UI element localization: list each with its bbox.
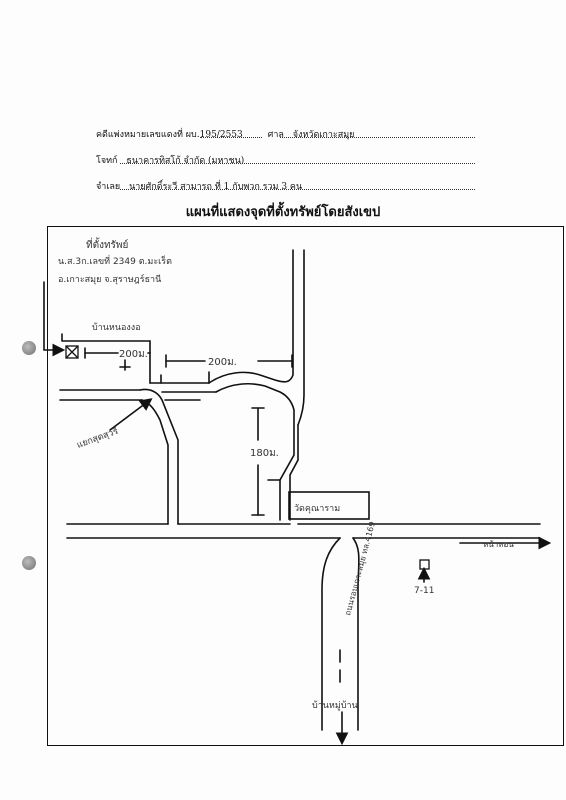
- defendant-underline: [120, 189, 475, 190]
- court-name: จังหวัดเกาะสมุย: [292, 130, 355, 140]
- village-top-label: บ้านหนองงอ: [92, 322, 141, 333]
- note-location: อ.เกาะสมุย จ.สุราษฎร์ธานี: [58, 273, 161, 285]
- case-line: คดีแพ่งหมายเลขแดงที่ ผบ.195/2553 ศาล จัง…: [96, 127, 354, 141]
- defendant-label: จำเลย: [96, 182, 121, 192]
- road-village-top: [61, 333, 151, 384]
- dim-tick: [165, 354, 293, 368]
- road-north-inner: [289, 424, 299, 521]
- junction-label: แยกสุดสุวรี: [75, 426, 120, 451]
- temple-label: วัดคุณาราม: [294, 504, 340, 514]
- store-marker: [419, 559, 430, 570]
- village-bottom-label: บ้านหมู่บ้าน: [312, 700, 358, 711]
- direction-label-east: หน้าทอน: [483, 540, 514, 549]
- plaintiff-underline: [120, 163, 475, 164]
- page-title: แผนที่แสดงจุดที่ตั้งทรัพย์โดยสังเขป: [185, 205, 381, 220]
- dim-tick: [251, 407, 265, 516]
- highway-south-right: [352, 537, 360, 731]
- punch-hole: [22, 556, 36, 570]
- map-frame: [47, 226, 564, 746]
- store-label: 7-11: [414, 586, 434, 596]
- distance-label-1: 200ม.: [119, 349, 148, 360]
- road-curve-east: [208, 249, 294, 384]
- highway-south-left: [321, 537, 341, 731]
- plaintiff-name: ธนาคารทิสโก้ จำกัด (มหาชน): [126, 156, 245, 166]
- case-number: ผบ.195/2553: [185, 130, 243, 140]
- road-north-lower: [215, 382, 295, 521]
- junction-pointer: [109, 398, 153, 431]
- road-junction-curve-inner: [141, 399, 169, 525]
- road-north-upper: [297, 249, 305, 426]
- court-label: ศาล: [267, 130, 284, 140]
- punch-hole: [22, 341, 36, 355]
- court-underline: [280, 137, 475, 138]
- distance-label-3: 180ม.: [250, 448, 279, 459]
- temple-box: [288, 491, 370, 520]
- property-marker: [65, 345, 79, 359]
- plaintiff-label: โจทก์: [96, 156, 118, 166]
- note-pointer: [43, 281, 66, 357]
- case-label: คดีแพ่งหมายเลขแดงที่: [96, 130, 183, 140]
- defendant-name: นายศักดิ์ระวี สามารถ ที่ 1 กับพวก รวม 3 …: [129, 182, 303, 192]
- highway-label: ถนนรอบเกาะสมุย ทล.4169: [343, 521, 377, 617]
- distance-label-2: 200ม.: [208, 357, 237, 368]
- note-parcel: น.ส.3ก.เลขที่ 2349 ต.มะเร็ต: [58, 254, 172, 267]
- plaintiff-line: โจทก์ ธนาคารทิสโก้ จำกัด (มหาชน): [96, 153, 244, 167]
- road-junction-curve: [139, 388, 179, 525]
- note-title: ที่ตั้งทรัพย์: [86, 237, 128, 251]
- case-underline: [200, 137, 262, 138]
- defendant-line: จำเลย นายศักดิ์ระวี สามารถ ที่ 1 กับพวก …: [96, 179, 302, 193]
- dim-tick: [119, 359, 131, 371]
